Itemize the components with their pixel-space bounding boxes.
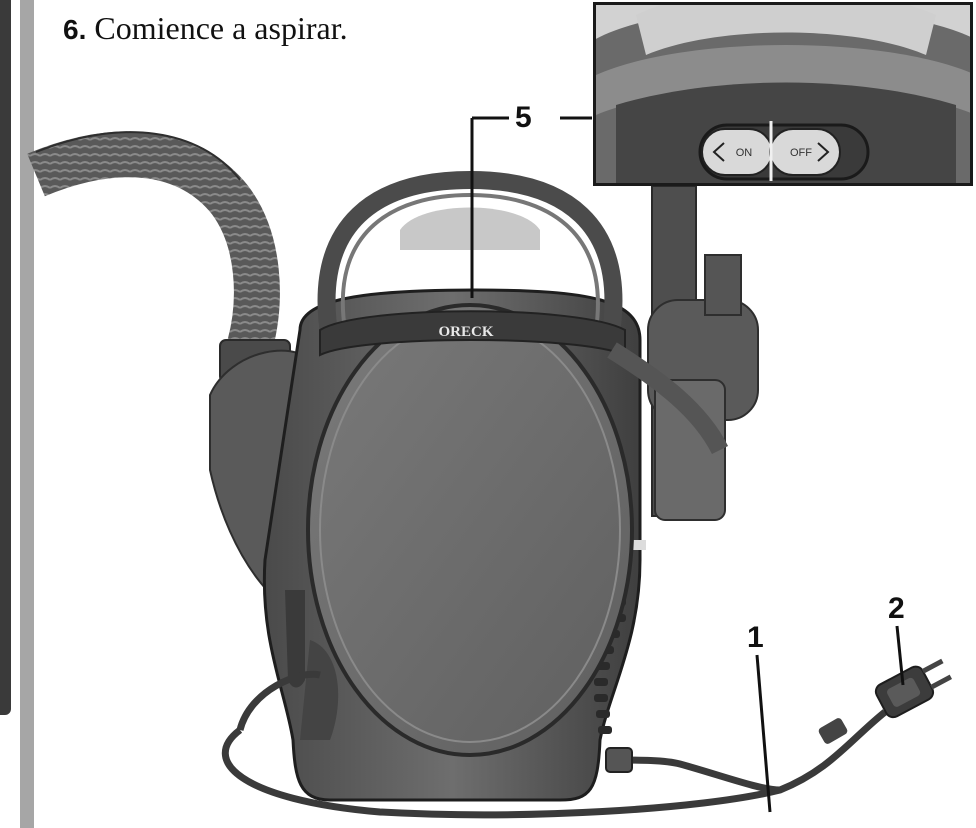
callout-1: 1 — [747, 621, 764, 654]
step-heading: 6.Comience a aspirar. — [63, 8, 348, 48]
shoulder-strap — [607, 342, 729, 455]
carry-handle — [317, 170, 623, 342]
on-label: ON — [736, 147, 753, 159]
plug-illustration — [874, 658, 953, 719]
left-margin-bar — [0, 0, 11, 715]
callout-2-leader — [895, 625, 905, 686]
hose — [27, 131, 280, 351]
brand-logo: ORECK — [438, 324, 493, 340]
callout-5: 5 — [515, 101, 532, 134]
step-number: 6. — [63, 14, 87, 45]
off-label: OFF — [790, 147, 812, 159]
switch-detail-inset: ON OFF — [593, 2, 973, 186]
callout-2: 2 — [888, 592, 905, 625]
step-text: Comience a aspirar. — [94, 10, 348, 46]
callout-5-leader — [470, 116, 592, 298]
callout-1-leader — [755, 654, 772, 813]
power-cord — [221, 709, 888, 819]
column-divider — [20, 0, 34, 828]
front-panel — [306, 303, 634, 757]
